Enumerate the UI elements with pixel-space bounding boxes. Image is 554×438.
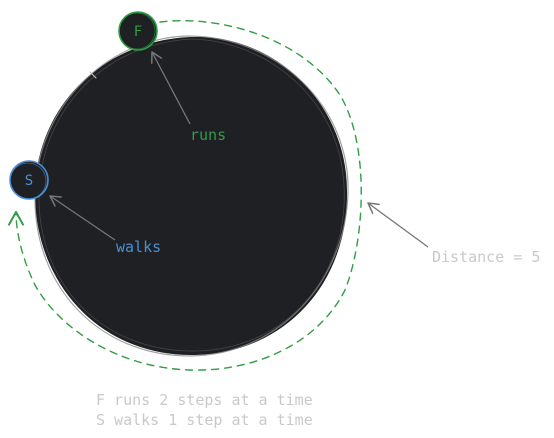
slow-pointer-node: S [9,160,49,200]
distance-arrow [367,202,429,248]
runs-arrow [151,51,191,125]
caption-line-2: S walks 1 step at a time [96,411,313,429]
runs-label: runs [190,126,226,144]
walks-arrow [49,195,116,241]
distance-label: Distance = 5 [432,248,540,266]
caption-line-1: F runs 2 steps at a time [96,391,313,409]
fast-pointer-label: F [134,24,142,40]
fast-pointer-node: F [118,11,158,51]
walks-label: walks [116,238,161,256]
traversal-path [8,19,362,371]
slow-pointer-label: S [25,173,33,189]
cycle-disc [34,35,349,357]
